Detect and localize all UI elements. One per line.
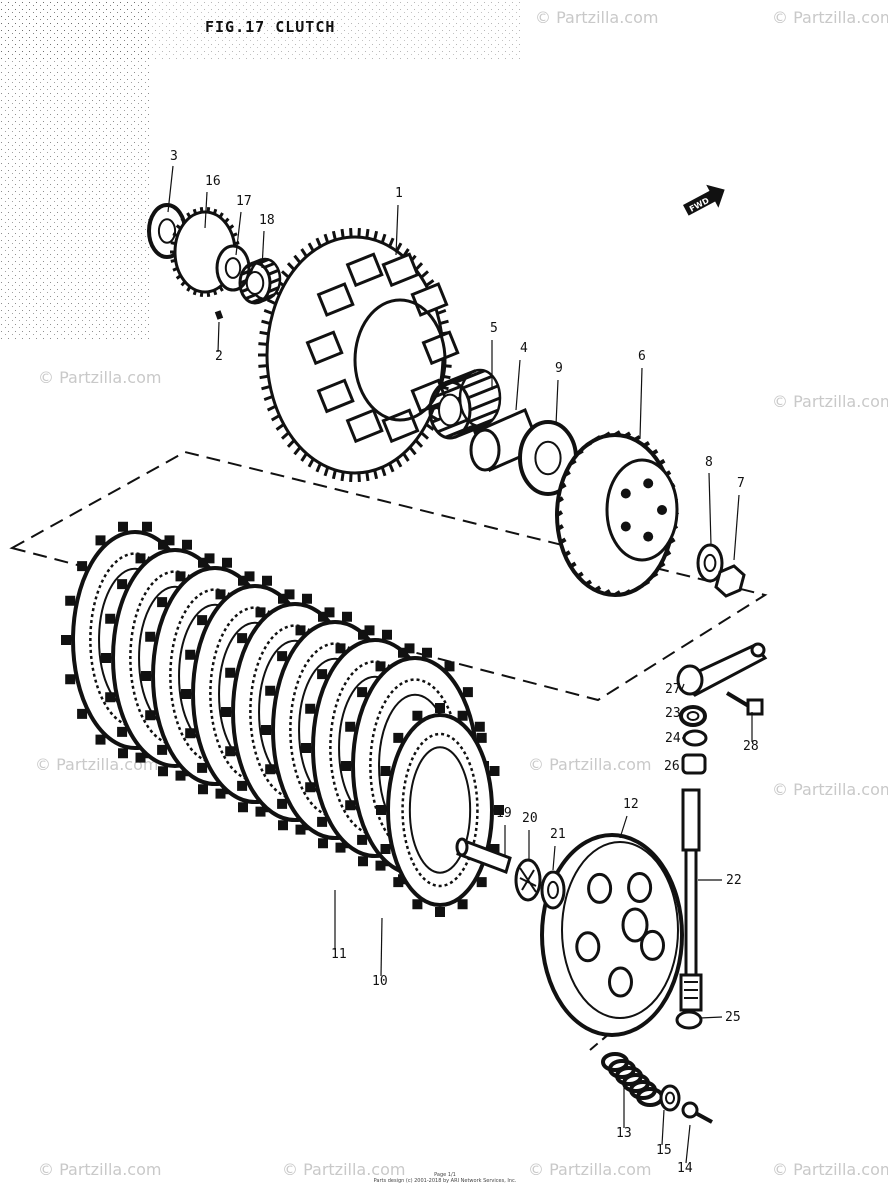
callout-24: 24 bbox=[665, 731, 681, 746]
leader-line bbox=[555, 379, 559, 426]
watermark: © Partzilla.com bbox=[282, 1160, 406, 1179]
clutch-sleeve-hub-nut bbox=[714, 564, 746, 598]
leader-line bbox=[699, 1016, 723, 1019]
leader-line bbox=[235, 211, 242, 256]
callout-14: 14 bbox=[677, 1161, 693, 1176]
clutch-push-rod bbox=[679, 788, 703, 1012]
pressure-plate bbox=[540, 833, 684, 1037]
leader-line bbox=[733, 494, 740, 561]
lock-washer bbox=[696, 543, 724, 583]
callout-18: 18 bbox=[259, 213, 275, 228]
leader-line bbox=[217, 321, 220, 353]
watermark: © Partzilla.com bbox=[38, 1160, 162, 1179]
leader-line bbox=[515, 359, 521, 411]
clutch-release-arm bbox=[676, 642, 768, 697]
watermark: © Partzilla.com bbox=[772, 392, 888, 411]
callout-28: 28 bbox=[743, 739, 759, 754]
leader-line bbox=[552, 845, 556, 871]
leader-line bbox=[681, 683, 685, 690]
leader-line bbox=[685, 1124, 691, 1164]
watermark: © Partzilla.com bbox=[528, 755, 652, 774]
pin bbox=[214, 310, 224, 320]
thrust-bearing bbox=[514, 858, 542, 902]
thrust-washer bbox=[540, 870, 566, 910]
leader-line bbox=[380, 917, 383, 977]
bolt bbox=[681, 1101, 713, 1124]
clutch-plate-stack bbox=[61, 521, 504, 917]
clutch-sleeve-hub bbox=[555, 430, 680, 597]
callout-17: 17 bbox=[236, 194, 252, 209]
watermark: © Partzilla.com bbox=[772, 1160, 888, 1179]
push-rod-piece bbox=[455, 837, 512, 874]
callout-7: 7 bbox=[737, 476, 745, 491]
clutch-spring bbox=[601, 1052, 664, 1107]
watermark: © Partzilla.com bbox=[528, 1160, 652, 1179]
leader-line bbox=[619, 815, 628, 839]
callout-22: 22 bbox=[726, 873, 742, 888]
callout-13: 13 bbox=[616, 1126, 632, 1141]
leader-line bbox=[395, 204, 399, 256]
bushing bbox=[681, 753, 707, 775]
callout-5: 5 bbox=[490, 321, 498, 336]
callout-20: 20 bbox=[522, 811, 538, 826]
callout-2: 2 bbox=[215, 349, 223, 364]
callout-23: 23 bbox=[665, 706, 681, 721]
watermark: © Partzilla.com bbox=[535, 8, 659, 27]
scan-noise bbox=[0, 0, 520, 60]
callout-12: 12 bbox=[623, 797, 639, 812]
callout-19: 19 bbox=[496, 806, 512, 821]
watermark: © Partzilla.com bbox=[35, 755, 159, 774]
needle-bearing bbox=[428, 368, 502, 440]
clutch-housing bbox=[305, 252, 460, 444]
leader-line bbox=[639, 367, 643, 439]
oil-seal bbox=[675, 1010, 703, 1030]
callout-3: 3 bbox=[170, 149, 178, 164]
callout-9: 9 bbox=[555, 361, 563, 376]
page-footer: Page 1/1 Parts design (c) 2001-2018 by A… bbox=[360, 1172, 530, 1184]
bolt bbox=[725, 691, 764, 716]
leader-line bbox=[167, 165, 174, 213]
leader-line bbox=[261, 230, 265, 269]
callout-26: 26 bbox=[664, 759, 680, 774]
callout-16: 16 bbox=[205, 174, 221, 189]
callout-4: 4 bbox=[520, 341, 528, 356]
leader-line bbox=[708, 472, 712, 546]
callout-21: 21 bbox=[550, 827, 566, 842]
fwd-arrow: FWD bbox=[683, 184, 725, 216]
footer-line: Parts design (c) 2001-2018 by ARI Networ… bbox=[373, 1178, 517, 1184]
washer bbox=[659, 1084, 681, 1112]
watermark: © Partzilla.com bbox=[38, 368, 162, 387]
callout-11: 11 bbox=[331, 947, 347, 962]
leader-line bbox=[204, 191, 208, 229]
callout-1: 1 bbox=[395, 186, 403, 201]
callout-27: 27 bbox=[665, 682, 681, 697]
thrust-washer bbox=[518, 420, 578, 496]
o-ring bbox=[682, 729, 708, 747]
oil-seal bbox=[679, 705, 707, 727]
callout-8: 8 bbox=[705, 455, 713, 470]
leader-line bbox=[661, 1109, 665, 1146]
drive-plate bbox=[376, 703, 504, 917]
callout-6: 6 bbox=[638, 349, 646, 364]
callout-25: 25 bbox=[725, 1010, 741, 1025]
callout-10: 10 bbox=[372, 974, 388, 989]
footer-line: Page 1/1 bbox=[434, 1172, 456, 1178]
callout-15: 15 bbox=[656, 1143, 672, 1158]
needle-bearing bbox=[238, 257, 282, 305]
watermark: © Partzilla.com bbox=[772, 780, 888, 799]
watermark: © Partzilla.com bbox=[772, 8, 888, 27]
